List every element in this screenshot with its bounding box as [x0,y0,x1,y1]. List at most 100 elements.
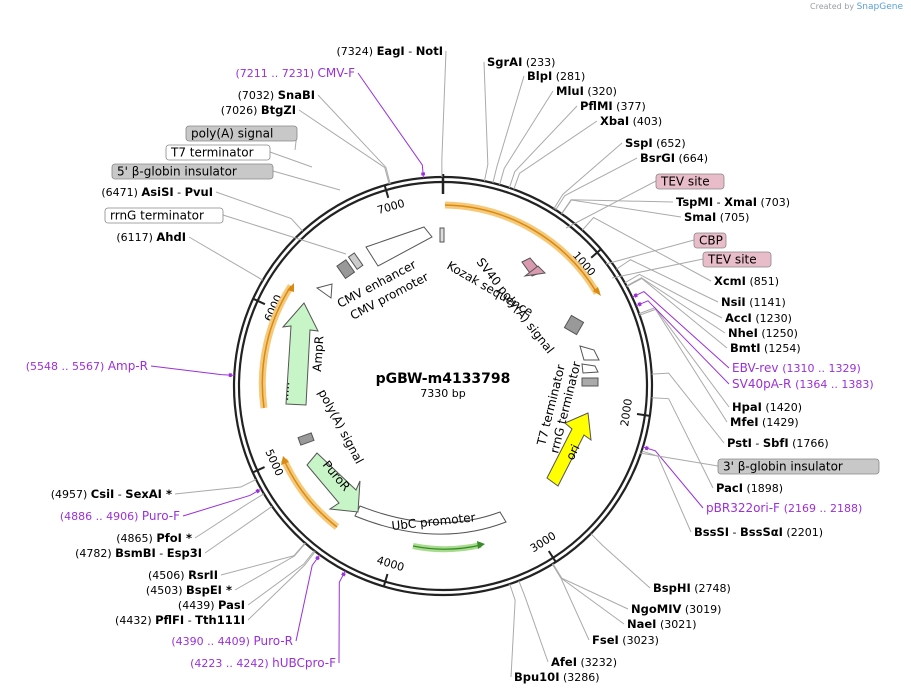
feature-box-label: CBP [699,234,723,248]
primer-leader [338,570,346,664]
primer-range: (1364 .. 1383) [795,378,874,391]
enzyme-label: NheI (1250) [728,326,798,340]
ampr-label: AmpR [310,335,326,372]
enzyme-label: (4957) CsiI - SexAI * [51,487,172,501]
enzyme-leader [518,580,549,663]
sv40-arrow-2 [523,265,547,277]
cmv-enhancer-arrow [365,226,433,267]
primer-range: (5548 .. 5567) [26,360,108,373]
enzyme-label: BspHI (2748) [653,581,731,595]
tick-5000 [252,466,265,474]
enzyme-leader [651,372,725,444]
primer-name: CMV-F [318,66,356,80]
primer-leader [150,365,235,376]
enzyme-pos: (4782) [75,547,115,560]
tick-label-4000: 4000 [375,554,406,574]
enzyme-name: PfoI [156,531,182,545]
feature-box-label: 3' β-globin insulator [723,460,843,474]
feature-box [165,144,271,161]
enzyme-label: AccI (1230) [725,311,792,325]
primer-name: Amp-R [108,359,148,373]
enzyme-name2: SbfI [763,436,789,450]
enzyme-name: BssSI [694,525,729,539]
primer-label: (4886 .. 4906) Puro-F [60,509,180,523]
snapgene-logo: SnapGene [856,2,903,12]
enzyme-leader [552,563,625,625]
enzyme-label: BsrGI (664) [640,151,708,165]
enzyme-pos: (2748) [691,582,731,595]
enzyme-name: PasI [218,598,245,612]
enzyme-leader [641,450,692,533]
enzyme-label: (7026) BtgZI [221,103,296,117]
enzyme-leader [204,505,273,554]
kozak-box [439,227,445,243]
enzyme-leader [499,90,554,185]
enzyme-leader [508,105,578,188]
enzyme-name2: Esp3I [167,546,202,560]
enzyme-name: RsrII [188,568,218,582]
enzyme-name: AsiSI [141,185,173,199]
feature-box [717,458,880,475]
enzyme-label: PflMI (377) [580,99,646,113]
enzyme-name: TspMI [676,195,713,209]
ampr-arrow [281,302,319,406]
enzyme-name: BmtI [730,341,761,355]
enzyme-pos: (7324) [337,45,377,58]
enzyme-name: BsmBI [115,546,156,560]
enzyme-name: FseI [592,633,619,647]
enzyme-label: SspI (652) [625,136,686,150]
tick-label-7000: 7000 [376,197,407,217]
enzyme-label: (6117) AhdI [116,230,186,244]
enzyme-leader [317,94,391,184]
enzyme-pos: (3286) [559,671,599,684]
enzyme-pos: (377) [613,100,646,113]
enzyme-name: XcmI [714,274,746,288]
enzyme-name: HpaI [732,400,762,414]
enzyme-pos: (1420) [762,401,802,414]
enzyme-name: PacI [716,481,743,495]
enzyme-name: CsiI [91,487,115,501]
enzyme-pos: (851) [746,275,779,288]
feature-box [702,251,772,268]
enzyme-label: (4432) PflFI - Tth111I [115,613,245,627]
primer-site [341,572,346,577]
tick-label-3000: 3000 [528,529,559,555]
enzyme-name: SmaI [684,210,716,224]
box-leader [611,258,704,279]
enzyme-name2: XmaI [724,195,757,209]
enzyme-pos: (652) [653,137,686,150]
enzyme-name: NsiI [721,295,746,309]
enzyme-label: (4503) BspEI * [146,583,232,597]
enzyme-name: SspI [625,136,653,150]
enzyme-label: (6471) AsiSI - PvuI [101,185,213,199]
enzyme-name2: NotI [416,44,443,58]
enzyme-label: MluI (320) [556,84,617,98]
primer-leader [631,290,730,369]
enzyme-sep: * [222,583,232,597]
enzyme-leader [553,142,623,210]
orf-arc-top-head [593,287,601,296]
enzyme-name: AhdI [156,230,186,244]
enzyme-leader [441,50,447,178]
enzyme-sep: * [162,487,172,501]
primer-leader [635,300,730,385]
enzyme-name: BlpI [527,69,552,83]
tick-label-2000: 2000 [618,398,635,428]
enzyme-name: SgrAI [487,55,522,69]
primer-label: SV40pA-R (1364 .. 1383) [732,377,874,391]
enzyme-pos: (664) [675,152,708,165]
enzyme-sep: - [713,196,724,209]
feature-box-label: 5' β-globin insulator [117,165,237,179]
primer-range: (1310 .. 1329) [782,362,861,375]
enzyme-name2: BssSαI [740,525,783,539]
enzyme-pos: (4865) [116,532,156,545]
enzyme-name: PflMI [580,99,613,113]
ori-arrow [546,412,592,487]
primer-leader [642,446,704,509]
enzyme-name: BspEI [186,583,222,597]
ori-label: ori [563,442,582,462]
enzyme-leader [298,109,390,185]
primer-name: Puro-R [253,634,293,648]
primer-name: EBV-rev [732,361,782,375]
